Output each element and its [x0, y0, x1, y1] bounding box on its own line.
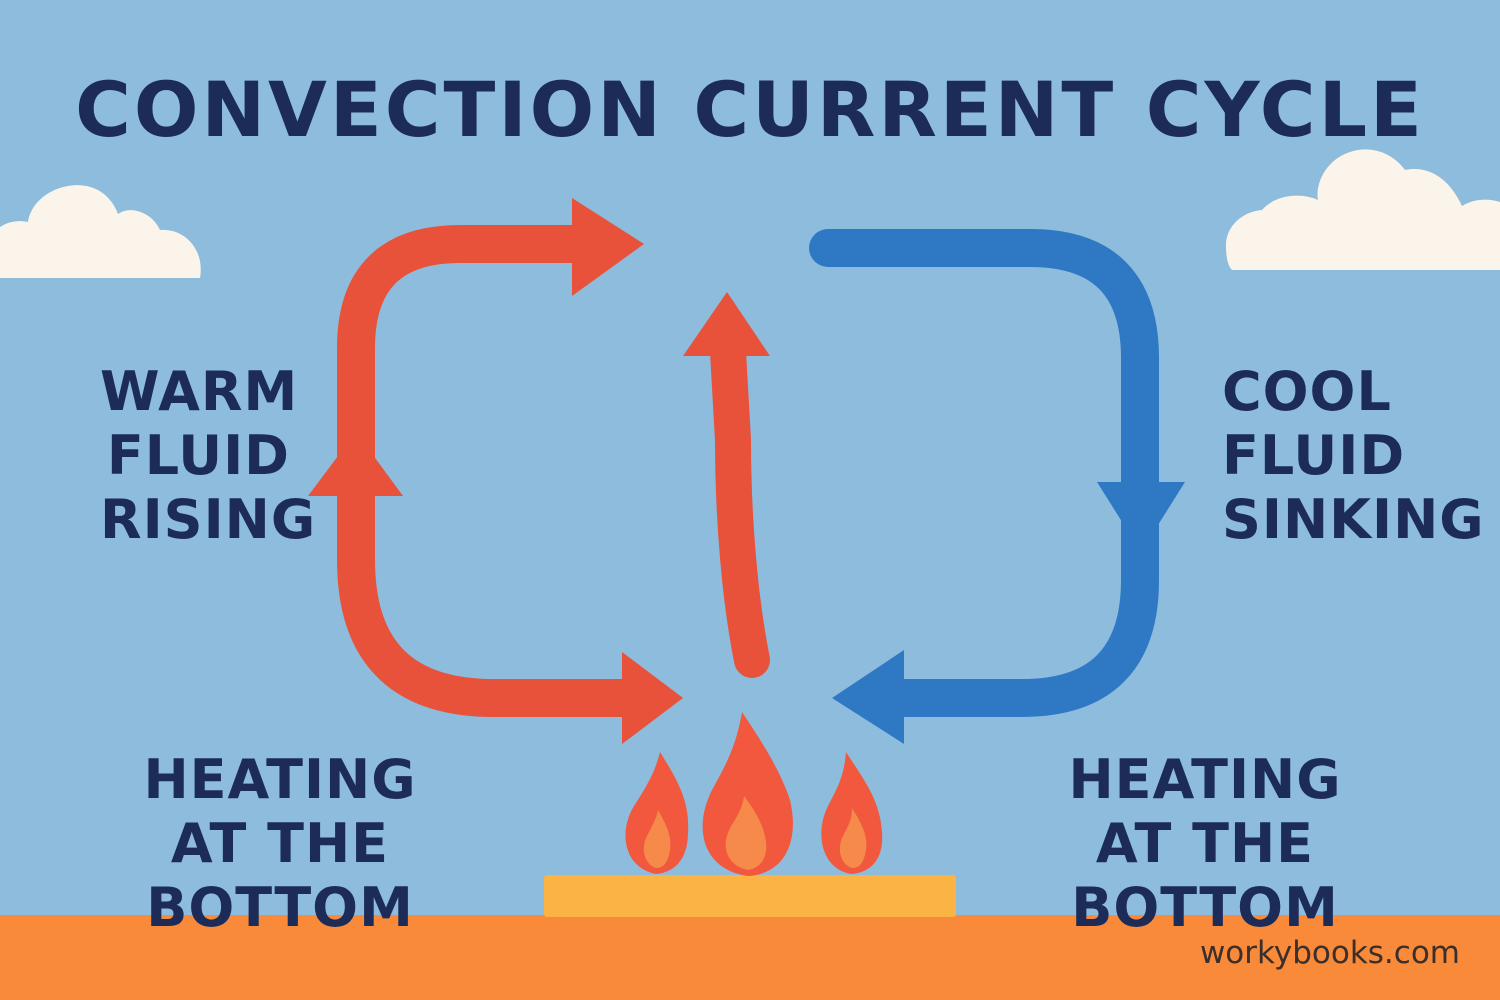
cool-label-line: FLUID [1222, 424, 1406, 487]
cool-fluid-label: COOL FLUID SINKING [1222, 360, 1485, 552]
cloud-icon [0, 185, 201, 278]
warm-arrow [308, 198, 683, 744]
heat-label-line: HEATING [143, 748, 417, 811]
cool-label-line: COOL [1222, 360, 1392, 423]
flame-icon [702, 712, 793, 876]
page-title: CONVECTION CURRENT CYCLE [75, 65, 1425, 154]
cloud-icon [1226, 149, 1500, 270]
burner-plate [544, 875, 956, 917]
heat-label-line: AT THE BOTTOM [1071, 812, 1339, 939]
watermark: workybooks.com [1199, 935, 1460, 971]
heating-label-left: HEATING AT THE BOTTOM [60, 748, 500, 940]
warm-label-line: FLUID [106, 424, 290, 487]
cool-arrow [809, 229, 1185, 744]
warm-label-line: WARM [100, 360, 299, 423]
warm-label-line: RISING [100, 488, 317, 551]
heat-label-line: HEATING [1068, 748, 1342, 811]
cool-label-line: SINKING [1222, 488, 1485, 551]
heating-label-right: HEATING AT THE BOTTOM [985, 748, 1425, 940]
warm-fluid-label: WARM FLUID RISING [100, 360, 317, 552]
warm-arrow [683, 292, 770, 678]
flame-icon [821, 752, 883, 874]
heat-label-line: AT THE BOTTOM [146, 812, 414, 939]
flame-icon [625, 752, 689, 874]
ground [0, 915, 1500, 1000]
